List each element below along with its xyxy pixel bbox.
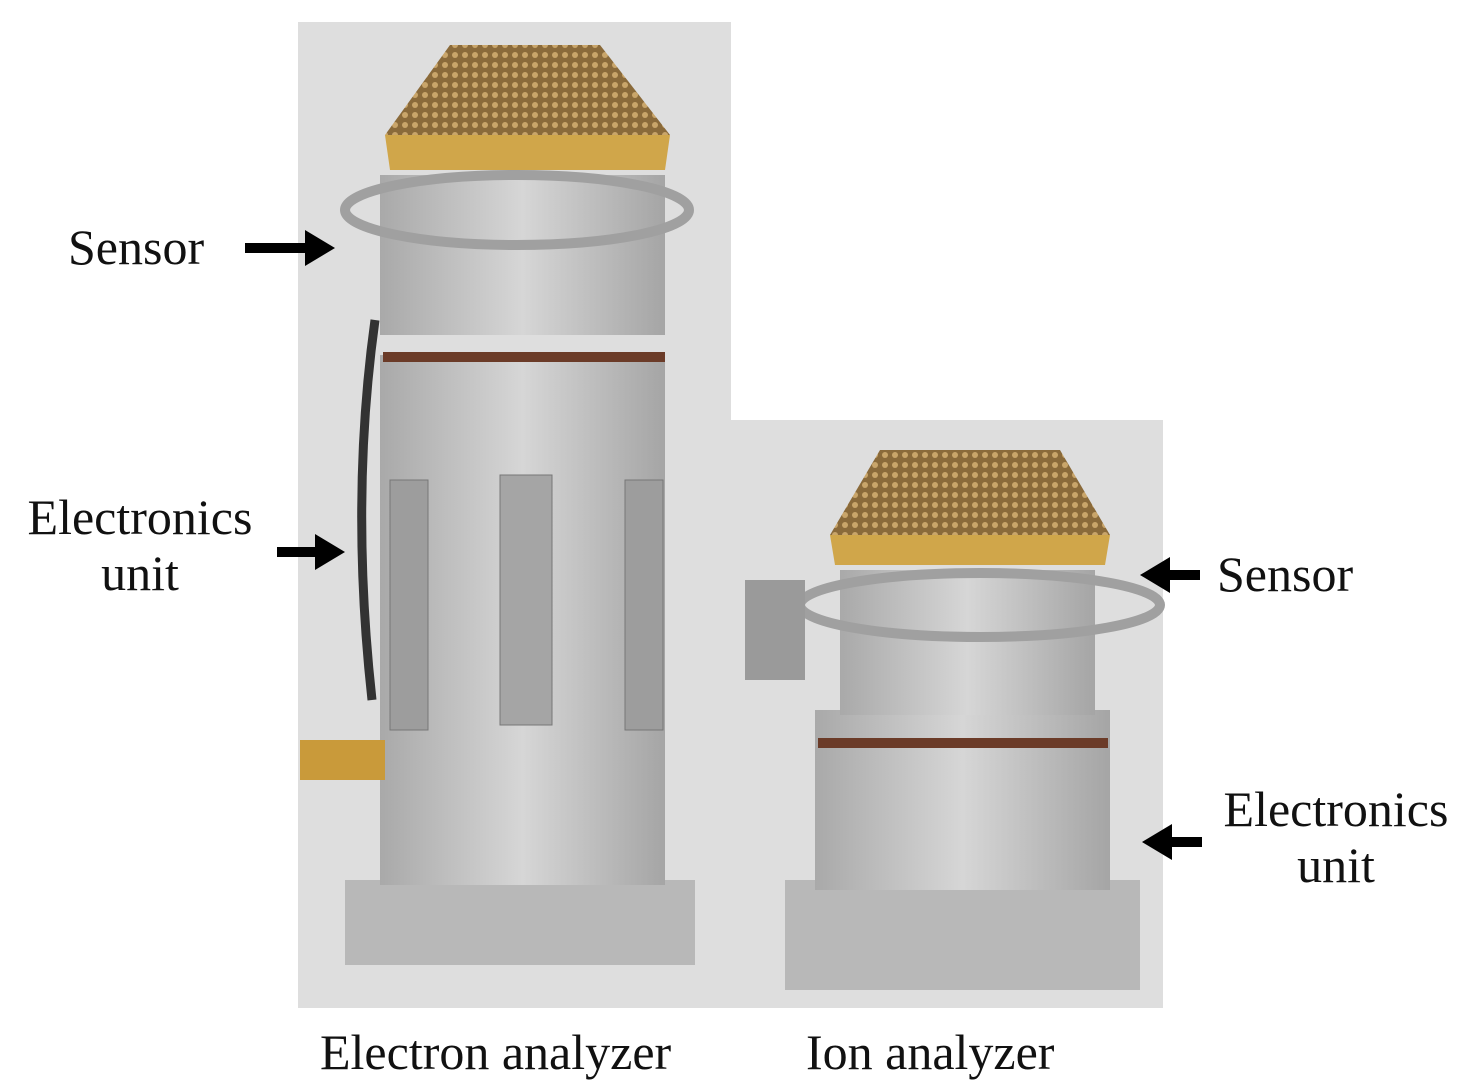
arrow-electronics-right [1142, 824, 1202, 860]
arrows [245, 230, 1202, 860]
label-line: unit [101, 545, 179, 601]
label-line: Electronics [27, 489, 253, 545]
label-sensor-electron: Sensor [68, 219, 205, 275]
label-sensor-ion: Sensor [1217, 546, 1354, 602]
ion-analyzer [745, 450, 1165, 990]
label-line: Electronics [1223, 781, 1449, 837]
label-electronics-ion: Electronics unit [1210, 784, 1462, 890]
electron-analyzer [300, 45, 695, 965]
caption-electron-analyzer: Electron analyzer [320, 1024, 672, 1080]
arrow-sensor-left [245, 230, 335, 266]
label-electronics-electron: Electronics unit [14, 492, 266, 598]
caption-ion-analyzer: Ion analyzer [806, 1024, 1055, 1080]
arrow-electronics-left [277, 534, 345, 570]
arrow-sensor-right [1140, 557, 1200, 593]
label-line: unit [1297, 837, 1375, 893]
